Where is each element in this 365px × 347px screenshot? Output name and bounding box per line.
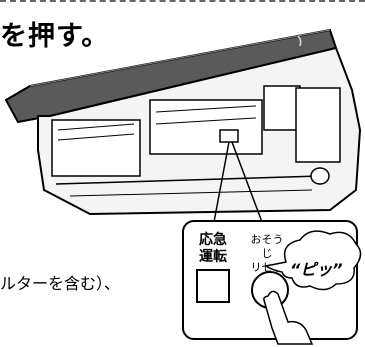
- emergency-operation-button[interactable]: [196, 269, 230, 303]
- body-text-fragment: ルターを含む）、: [0, 274, 121, 293]
- instruction-heading: を押す。: [0, 21, 110, 52]
- emergency-operation-label: 応急 運転: [193, 232, 233, 266]
- beep-sound-text: “ピッ”: [290, 260, 343, 279]
- emergency-label-line2: 運転: [199, 249, 227, 265]
- emergency-label-line1: 応急: [199, 232, 227, 248]
- top-dashed-divider: [0, 0, 365, 4]
- reset-label-line1: おそうじ: [250, 233, 284, 260]
